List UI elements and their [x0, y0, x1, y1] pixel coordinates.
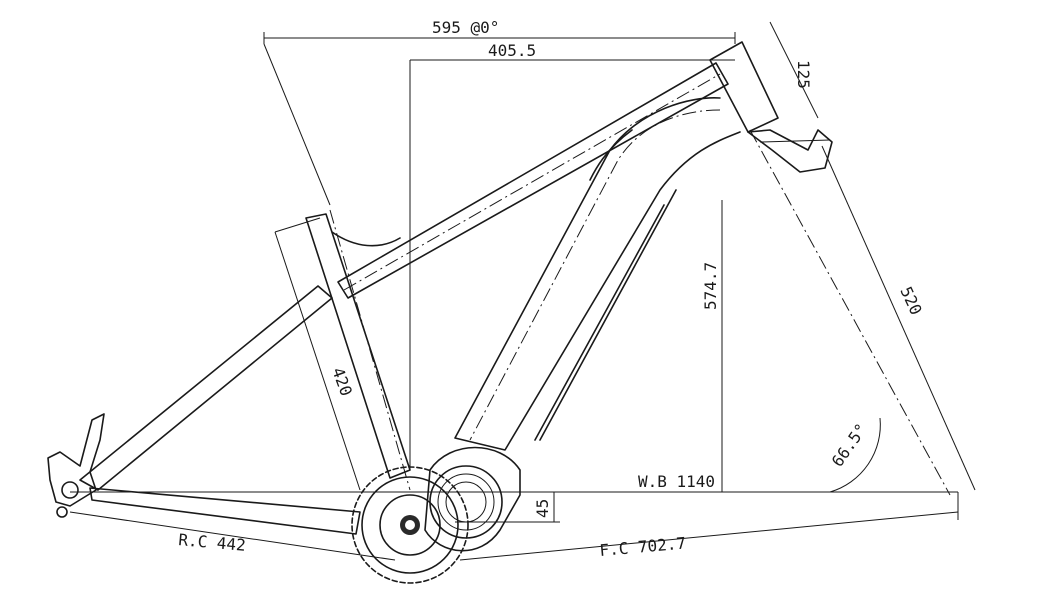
head-tube-dimension — [769, 21, 819, 119]
down-tube — [454, 97, 741, 451]
head-angle-label: 66.5° — [828, 420, 871, 470]
top-tube-label: 595 @0° — [432, 18, 499, 37]
chainring — [351, 466, 469, 584]
head-angle-arc — [829, 417, 881, 493]
front-center-dimension — [459, 492, 959, 561]
fork-length-dimension — [759, 139, 976, 491]
motor-housing — [424, 446, 521, 552]
steerer-centerline — [749, 129, 951, 496]
bb-drop-dimension — [455, 492, 560, 523]
head-tube-label: 125 — [794, 60, 813, 89]
seat-tube — [305, 213, 411, 479]
rear-dropout — [47, 413, 105, 518]
fork-length-label: 520 — [896, 284, 925, 318]
front-center-label: F.C 702.7 — [599, 534, 687, 560]
seat-tube-dimension — [274, 217, 361, 491]
chainstay-dimension — [69, 511, 396, 561]
stack-label: 574.7 — [701, 262, 720, 310]
reach-dimension — [409, 59, 735, 470]
top-tube — [337, 62, 729, 299]
seat-stay — [79, 285, 333, 491]
wheelbase-label: W.B 1140 — [638, 472, 715, 491]
top-tube-dimension — [263, 32, 736, 206]
chain-stay — [89, 487, 361, 535]
bb-drop-label: 45 — [533, 499, 552, 518]
chainstay-label: R.C 442 — [178, 530, 247, 555]
head-tube — [709, 41, 833, 173]
reach-label: 405.5 — [488, 41, 536, 60]
seat-tube-label: 420 — [328, 365, 356, 399]
